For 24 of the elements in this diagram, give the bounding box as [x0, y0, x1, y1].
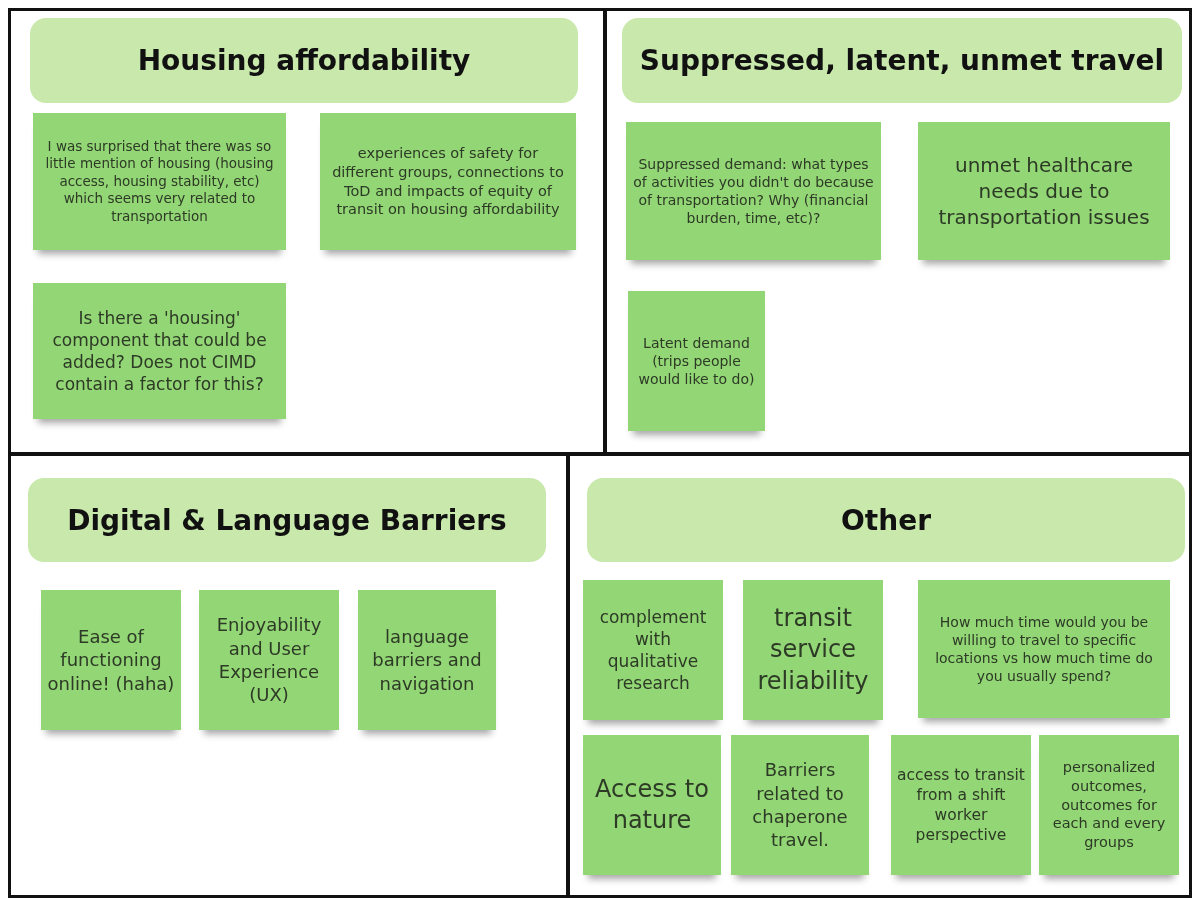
sticky-note: Suppressed demand: what types of activities you didn't do because of transportation? Why (financial burden, time, etc)?	[626, 122, 881, 260]
sticky-note: Barriers related to chaperone travel.	[731, 735, 869, 875]
heading-band: Other	[587, 478, 1185, 562]
sticky-note: personalized outcomes, outcomes for each and every groups	[1039, 735, 1179, 875]
sticky-note: Enjoyability and User Experience (UX)	[199, 590, 339, 730]
sticky-note: Access to nature	[583, 735, 721, 875]
heading-band: Digital & Language Barriers	[28, 478, 546, 562]
sticky-note: experiences of safety for different groups, connections to ToD and impacts of equity of transit on housing affordability	[320, 113, 576, 250]
sticky-note: access to transit from a shift worker perspective	[891, 735, 1031, 875]
sticky-note: Ease of functioning online! (haha)	[41, 590, 181, 730]
sticky-note: transit service reliability	[743, 580, 883, 720]
board-panel	[604, 8, 1192, 455]
sticky-note: I was surprised that there was so little mention of housing (housing access, housing stability, etc) which seems very related to transportation	[33, 113, 286, 250]
board-panel	[8, 453, 569, 898]
sticky-note: How much time would you be willing to travel to specific locations vs how much time do you usually spend?	[918, 580, 1170, 718]
heading-band: Suppressed, latent, unmet travel	[622, 18, 1182, 103]
sticky-note: unmet healthcare needs due to transportation issues	[918, 122, 1170, 260]
sticky-note: Latent demand (trips people would like to do)	[628, 291, 765, 431]
sticky-note: language barriers and navigation	[358, 590, 496, 730]
board-panel	[567, 453, 1192, 898]
sticky-note: Is there a 'housing' component that could be added? Does not CIMD contain a factor for this?	[33, 283, 286, 419]
heading-band: Housing affordability	[30, 18, 578, 103]
board-panel	[8, 8, 606, 455]
sticky-note: complement with qualitative research	[583, 580, 723, 720]
